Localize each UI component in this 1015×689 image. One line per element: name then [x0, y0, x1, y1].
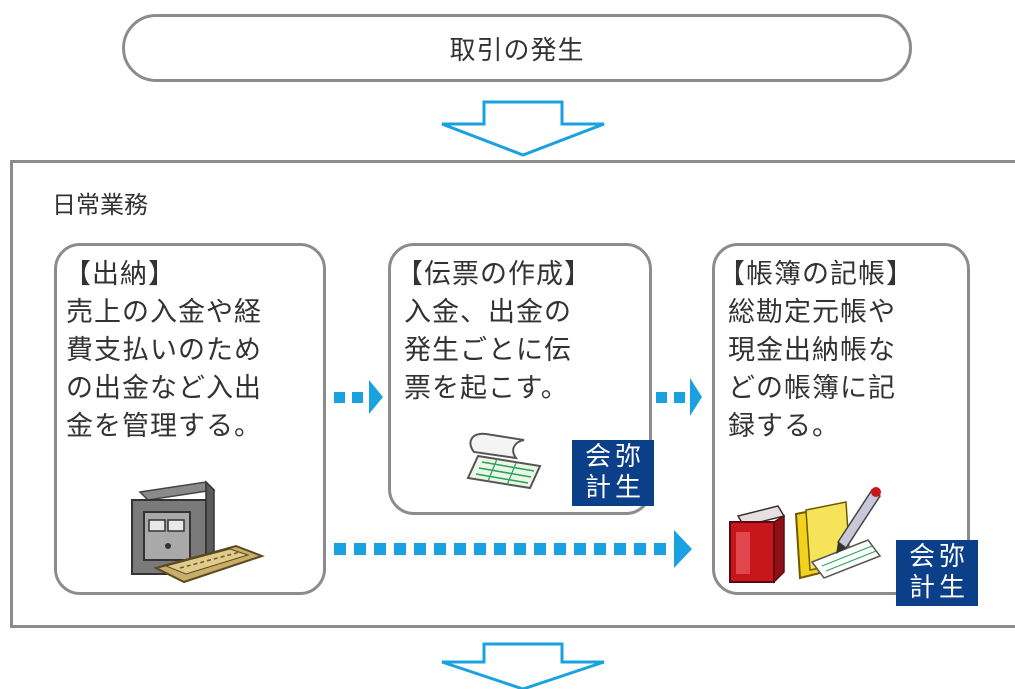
process-start-box: 取引の発生 — [122, 14, 912, 82]
card-voucher-creation-heading: 【伝票の作成】 — [396, 259, 592, 290]
card-voucher-creation-body: 入金、出金の 発生ごとに伝 票を起こす。 — [404, 297, 572, 404]
badge-line-1: 会弥 — [908, 542, 969, 572]
yayoi-accounting-badge: 会弥 計生 — [896, 540, 978, 606]
badge-line-2: 計生 — [908, 573, 969, 603]
card-cash-handling-heading: 【出納】 — [64, 259, 176, 290]
card-bookkeeping-body: 総勘定元帳や 現金出納帳な どの帳簿に記 録する。 — [728, 297, 896, 442]
down-arrow-top — [441, 100, 605, 157]
card-bookkeeping-heading: 【帳簿の記帳】 — [718, 259, 914, 290]
process-start-label: 取引の発生 — [449, 35, 585, 66]
badge-line-1: 会弥 — [584, 442, 645, 472]
group-title: 日常業務 — [52, 191, 148, 219]
badge-line-2: 計生 — [584, 473, 645, 503]
card-cash-handling-body: 売上の入金や経 費支払いのため の出金など入出 金を管理する。 — [66, 297, 262, 442]
down-arrow-bottom — [441, 642, 605, 689]
yayoi-accounting-badge: 会弥 計生 — [572, 440, 654, 506]
